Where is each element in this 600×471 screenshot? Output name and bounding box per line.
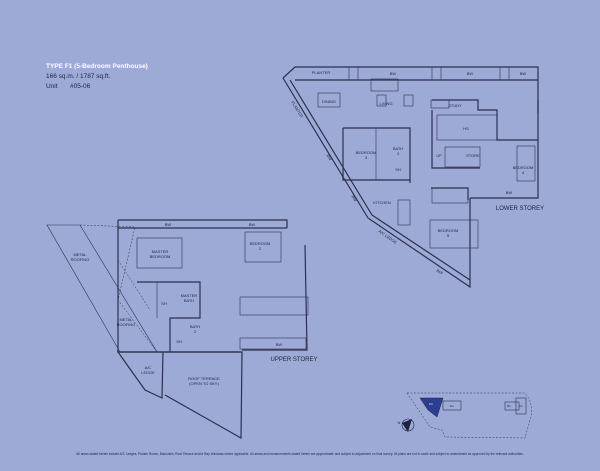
room-label-living: LIVING — [379, 101, 392, 106]
room-label-store: STORE — [466, 153, 480, 158]
upper-storey-plan — [46, 219, 309, 440]
room-label-dining: DINING — [322, 99, 336, 104]
room-label-ledge: LEDGE — [141, 370, 155, 375]
room-label-metal-roofing: METAL — [73, 252, 87, 257]
room-label-bay-window: BW — [520, 71, 527, 76]
room-label-shower: SH — [395, 167, 401, 172]
room-label-metal-roofing-2: ROOFING — [117, 322, 136, 327]
room-label-bay-window: BW — [350, 194, 358, 202]
room-label-planter: PLANTER — [312, 70, 331, 75]
room-label-metal-roofing: METAL — [119, 317, 133, 322]
stair-label-up: UP — [436, 153, 442, 158]
room-label-bay-window: BW — [467, 71, 474, 76]
room-label-master-bath: MASTER — [181, 293, 198, 298]
room-label-bedroom-2-number: 2 — [259, 246, 262, 251]
room-label-bath-3-number: 3 — [397, 151, 400, 156]
unit-area: 166 sq.m. / 1787 sq.ft. — [46, 73, 111, 80]
north-arrow-icon: N — [398, 418, 415, 432]
room-label-bath-2: BATH — [190, 324, 200, 329]
room-label-bay-window: BW — [325, 153, 333, 161]
room-label-bedroom-3-number: 3 — [365, 155, 368, 160]
key-plan-b1: B1 — [507, 404, 511, 408]
room-label-bay-window: BW — [165, 222, 172, 227]
disclaimer-footer: All areas stated herein include A/C Ledg… — [76, 452, 524, 456]
upper-storey-labels: BW BW MASTER BEDROOM BEDROOM 2 METAL ROO… — [71, 222, 318, 386]
unit-label: Unit — [46, 83, 58, 90]
room-label-bath-2-number: 2 — [194, 329, 197, 334]
room-label-bedroom-3: BEDROOM — [356, 150, 377, 155]
room-label-bedroom-4-number: 4 — [522, 170, 525, 175]
room-label-ac: A/C — [145, 365, 152, 370]
room-label-bedroom-5: BEDROOM — [438, 228, 459, 233]
room-label-bay-window: BW — [390, 71, 397, 76]
room-label-shower: SH — [161, 301, 167, 306]
key-plan-f1: F1 — [429, 402, 433, 406]
upper-storey-title: UPPER STOREY — [271, 357, 318, 363]
room-label-bedroom-2: BEDROOM — [250, 241, 271, 246]
room-label-bay-window: BW — [276, 342, 283, 347]
room-label-bay-window: BW — [249, 222, 256, 227]
room-label-bay-window: BW — [506, 190, 513, 195]
lower-storey-title: LOWER STOREY — [496, 206, 544, 212]
room-label-master-bath-2: BATH — [184, 298, 194, 303]
room-label-bedroom-4: BEDROOM — [513, 165, 534, 170]
room-label-master-bedroom-2: BEDROOM — [150, 254, 171, 259]
room-label-bath-3: BATH — [393, 146, 403, 151]
room-label-bedroom-5-number: 5 — [447, 233, 450, 238]
room-label-master-bedroom: MASTER — [152, 249, 169, 254]
room-label-metal-roofing-2: ROOFING — [71, 257, 90, 262]
unit-number: #05-06 — [70, 83, 91, 90]
room-label-household-shelter: HS — [463, 126, 469, 131]
lower-storey-plan — [282, 66, 539, 289]
unit-header: TYPE F1 (5-Bedroom Penthouse) 166 sq.m. … — [46, 62, 148, 92]
room-label-bay-window: BW — [436, 268, 444, 276]
room-label-shower: SH — [176, 339, 182, 344]
key-plan-e1: E1 — [450, 404, 454, 408]
key-plan: F1 E1 B1 A1 N — [398, 392, 532, 439]
room-label-kitchen: KITCHEN — [373, 200, 391, 205]
room-label-open-to-sky: (OPEN TO SKY) — [189, 381, 219, 386]
unit-type-title: TYPE F1 (5-Bedroom Penthouse) — [46, 63, 148, 70]
svg-text:N: N — [398, 420, 401, 425]
room-label-study: STUDY — [448, 103, 462, 108]
room-label-roof-terrace: ROOF TERRACE — [188, 376, 220, 381]
key-plan-a1: A1 — [519, 404, 523, 408]
